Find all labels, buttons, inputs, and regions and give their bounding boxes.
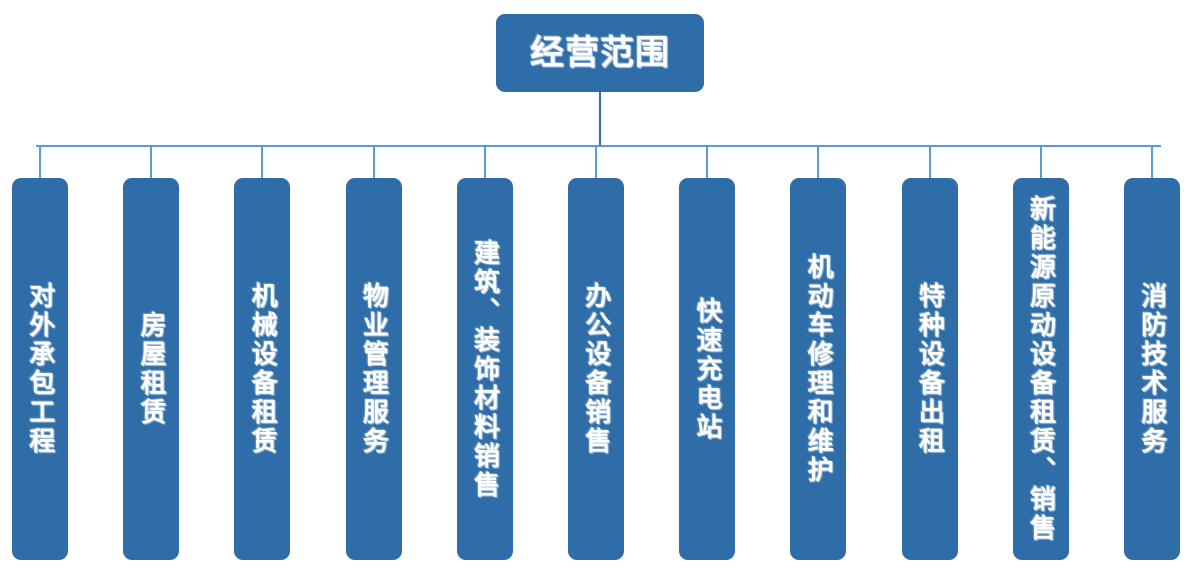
- leaf-node-label: 机械设备租赁: [248, 282, 279, 456]
- leaf-node-label: 机动车修理和维护: [804, 253, 835, 485]
- leaf-node[interactable]: 机械设备租赁: [234, 178, 291, 560]
- leaf-node-label: 消防技术服务: [1137, 282, 1168, 456]
- leaf-node[interactable]: 消防技术服务: [1124, 178, 1180, 560]
- connector-branch-stem: [483, 146, 486, 179]
- leaf-node[interactable]: 快速充电站: [679, 178, 736, 560]
- connector-branch-stem: [150, 146, 153, 179]
- root-connector-stem: [599, 92, 601, 147]
- leaf-node-label: 对外承包工程: [25, 282, 56, 456]
- connector-branch-stem: [39, 146, 41, 179]
- connector-branch-stem: [1039, 146, 1042, 179]
- leaf-node-label: 物业管理服务: [359, 282, 390, 456]
- leaf-node[interactable]: 新能源原动设备租赁、销售: [1012, 178, 1069, 560]
- connector-branch-stem: [706, 146, 709, 179]
- connector-branch-stem: [928, 146, 931, 179]
- leaf-node[interactable]: 机动车修理和维护: [790, 178, 847, 560]
- connector-branch-stem: [1151, 146, 1153, 179]
- root-node-label: 经营范围: [530, 34, 670, 72]
- leaf-node[interactable]: 特种设备出租: [901, 178, 958, 560]
- leaf-node-label: 新能源原动设备租赁、销售: [1026, 195, 1057, 543]
- leaf-node-label: 快速充电站: [692, 296, 723, 442]
- leaf-node[interactable]: 对外承包工程: [12, 178, 68, 560]
- connector-trunk-bar: [36, 145, 1161, 147]
- leaf-node-label: 建筑、装饰材料销售: [470, 238, 501, 500]
- connector-branch-stem: [372, 146, 375, 179]
- root-node-business-scope[interactable]: 经营范围: [496, 14, 704, 92]
- connector-branch-stem: [817, 146, 820, 179]
- connector-branch-stem: [595, 146, 597, 179]
- leaf-node[interactable]: 办公设备销售: [568, 178, 624, 560]
- leaf-node[interactable]: 建筑、装饰材料销售: [456, 178, 513, 560]
- leaf-node-label: 特种设备出租: [915, 282, 946, 456]
- leaf-node-label: 办公设备销售: [581, 282, 612, 456]
- leaf-node-label: 房屋租赁: [136, 311, 167, 427]
- leaf-node[interactable]: 物业管理服务: [345, 178, 402, 560]
- connector-branch-stem: [261, 146, 264, 179]
- leaf-node[interactable]: 房屋租赁: [123, 178, 180, 560]
